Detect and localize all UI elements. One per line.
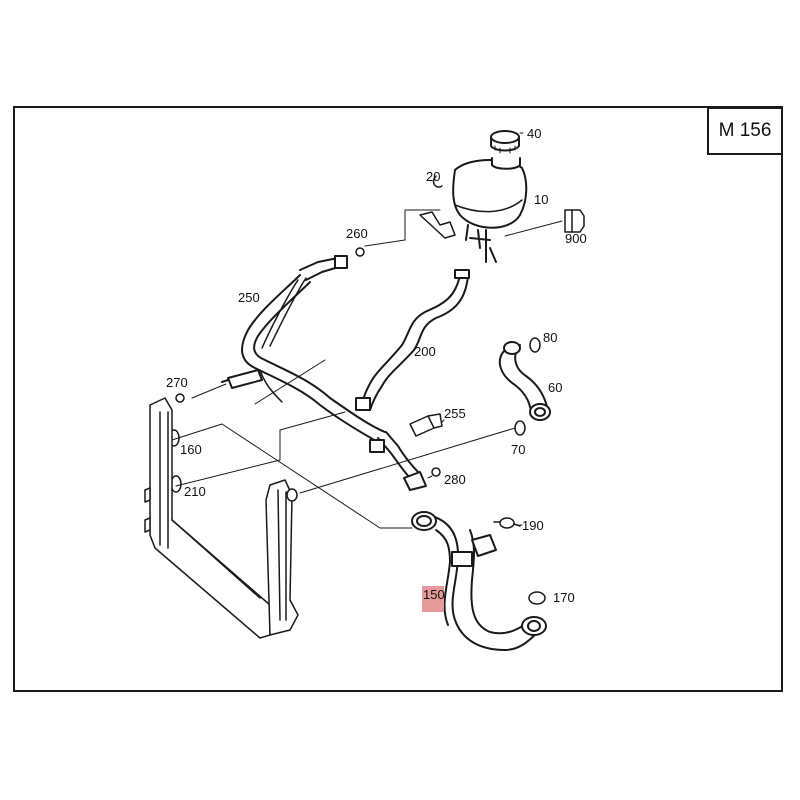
radiator — [144, 397, 299, 639]
hose-clamp-190 — [493, 517, 521, 529]
part-label-270: 270 — [166, 375, 188, 390]
part-label-190: 190 — [522, 518, 544, 533]
part-label-900: 900 — [565, 231, 587, 246]
part-label-70: 70 — [511, 442, 525, 457]
hose-60 — [498, 341, 551, 421]
part-label-60: 60 — [548, 380, 562, 395]
washer-280 — [431, 467, 441, 477]
part-labels: 40 20 10 900 260 250 200 80 60 270 255 7… — [166, 126, 587, 612]
part-label-170: 170 — [553, 590, 575, 605]
part-label-10: 10 — [534, 192, 548, 207]
leader-lines — [171, 132, 524, 529]
expansion-tank — [452, 157, 528, 263]
part-label-20: 20 — [426, 169, 440, 184]
part-label-160: 160 — [180, 442, 202, 457]
part-label-250: 250 — [238, 290, 260, 305]
hose-200 — [355, 269, 470, 411]
tank-cap — [490, 130, 520, 154]
part-label-80: 80 — [543, 330, 557, 345]
hose-250 — [221, 255, 427, 491]
model-code-box: M 156 — [707, 107, 783, 155]
highlight-marker-150 — [422, 586, 444, 612]
part-label-280: 280 — [444, 472, 466, 487]
model-code: M 156 — [718, 120, 772, 141]
part-label-210: 210 — [184, 484, 206, 499]
washer-270 — [175, 393, 185, 403]
hose-150 — [411, 511, 547, 651]
part-label-255: 255 — [444, 406, 466, 421]
diagram-frame — [13, 106, 783, 692]
o-ring-170 — [528, 591, 546, 605]
bracket-part — [419, 175, 456, 239]
o-ring-70 — [514, 420, 526, 436]
washer-260 — [355, 247, 365, 257]
part-label-260: 260 — [346, 226, 368, 241]
part-label-40: 40 — [527, 126, 541, 141]
o-ring-80 — [529, 337, 541, 353]
part-label-200: 200 — [414, 344, 436, 359]
temperature-sensor — [409, 413, 443, 437]
part-label-150: 150 — [423, 587, 445, 602]
level-sensor — [564, 209, 585, 233]
